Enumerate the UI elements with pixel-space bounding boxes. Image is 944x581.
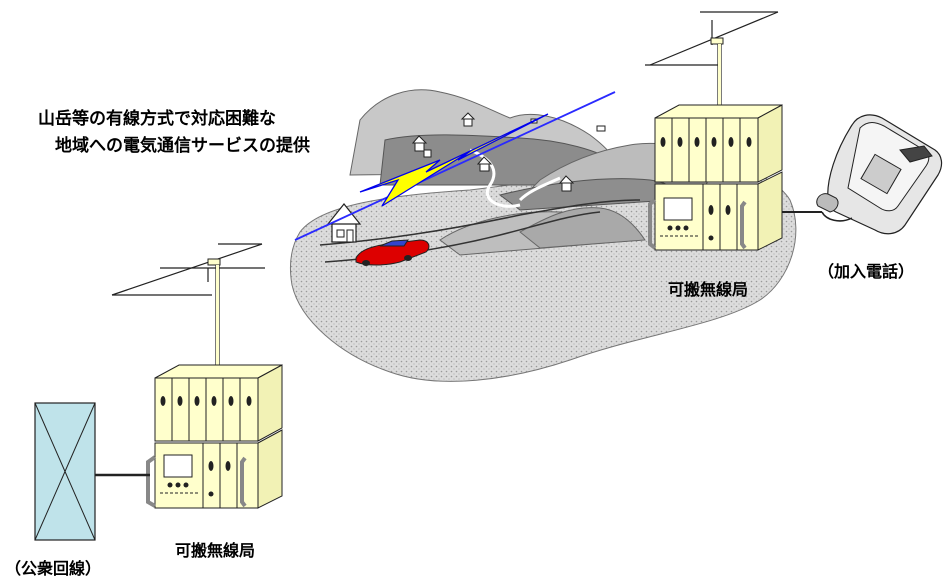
radio-unit-right-upper (654, 104, 783, 183)
radio-link-line (294, 91, 616, 241)
public-line-label: （公衆回線） (5, 559, 102, 578)
caption-line-2: 地域への電気通信サービスの提供 (55, 136, 310, 156)
small-house-4 (558, 175, 575, 192)
caption-line-1: 山岳等の有線方式で対応困難な (38, 109, 276, 129)
subscriber-phone-label: （加入電話） (818, 262, 915, 281)
public-exchange-box (34, 402, 96, 541)
radio-unit-left-lower (146, 429, 283, 509)
radio-unit-left-upper (154, 364, 283, 442)
car (355, 239, 430, 266)
road-winding-2 (518, 176, 561, 202)
small-house-3 (476, 156, 493, 172)
small-house-2 (460, 112, 476, 127)
station-left-label: 可搬無線局 (175, 541, 256, 560)
telephone-icon (816, 114, 943, 235)
small-house-1 (411, 135, 432, 158)
small-hut-5 (596, 125, 606, 132)
radio-unit-right-lower (648, 171, 783, 251)
road-line-1 (319, 199, 641, 246)
station-right-label: 可搬無線局 (668, 280, 749, 299)
mountain-right-small (519, 207, 646, 249)
antenna-left (111, 243, 265, 365)
lightning-bolt-icon (359, 113, 549, 207)
antenna-right (645, 11, 779, 118)
